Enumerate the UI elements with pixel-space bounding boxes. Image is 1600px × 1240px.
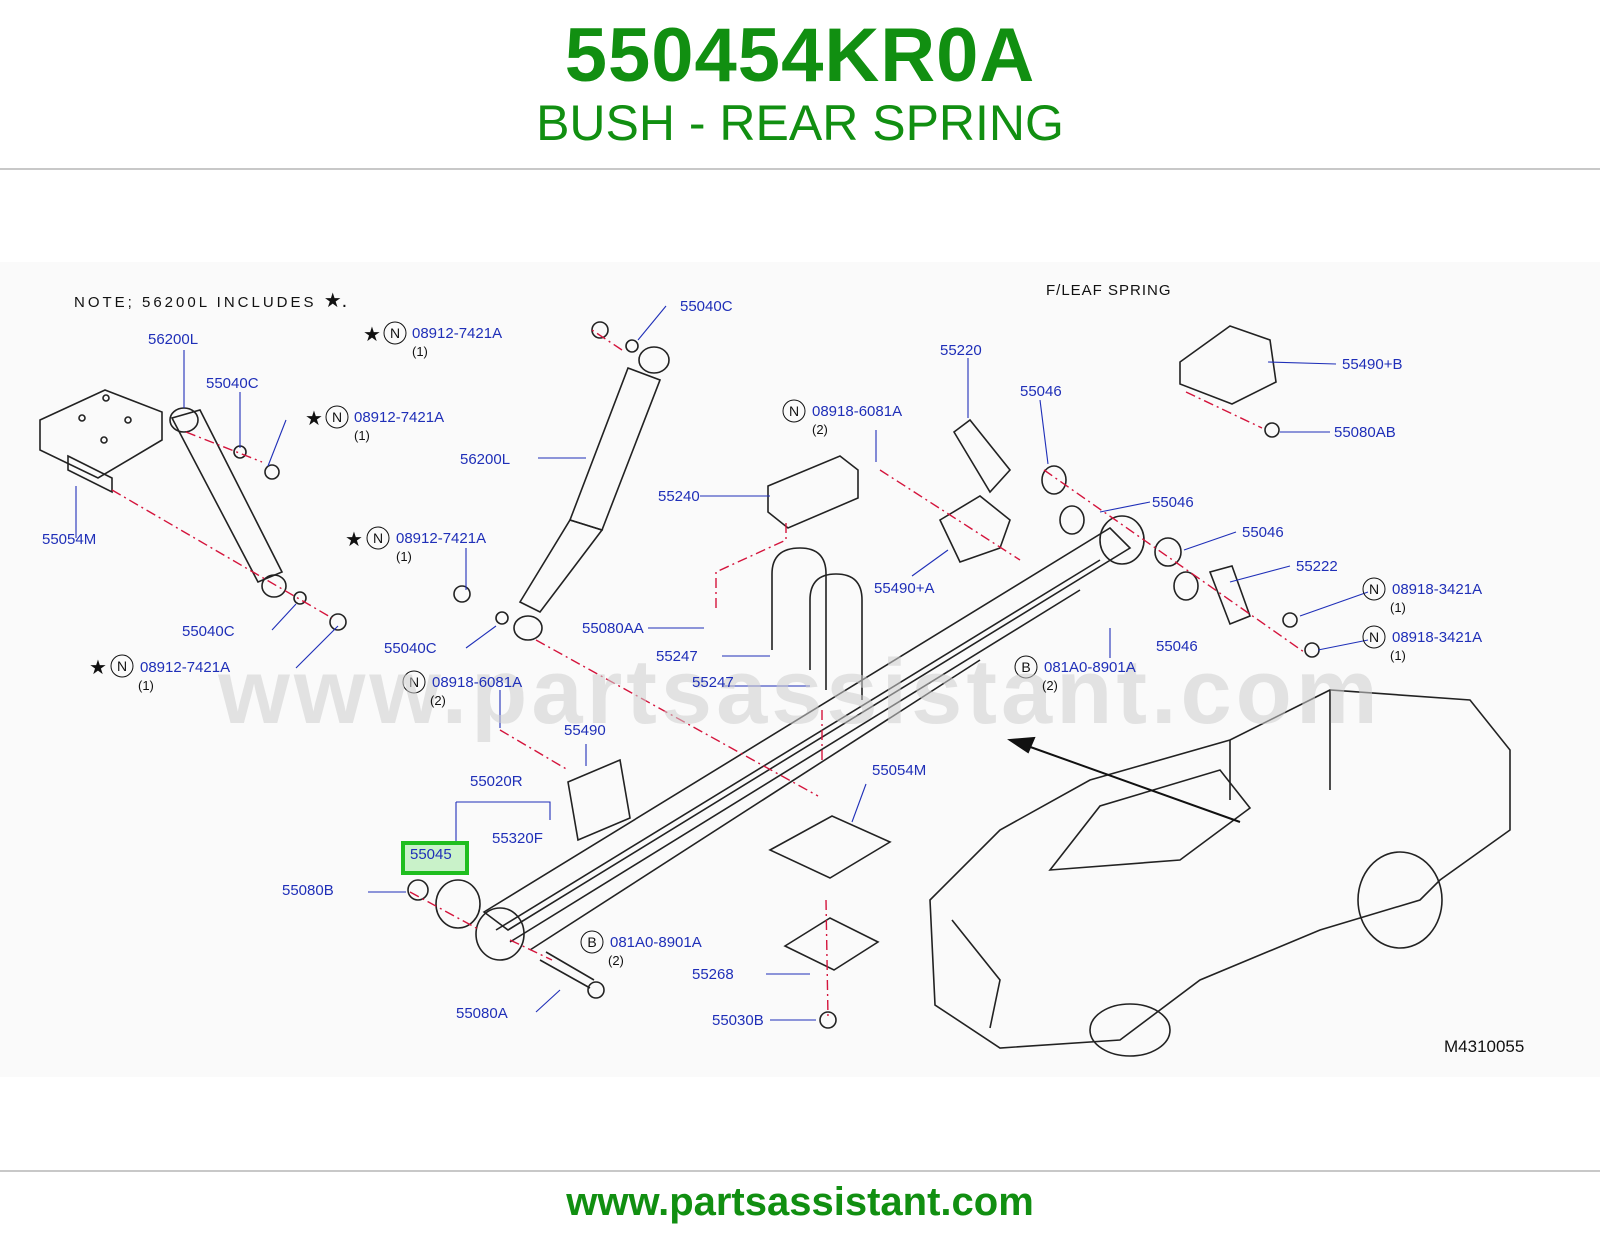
callout-55490[interactable]: 55490 bbox=[564, 722, 606, 739]
qty-label: (2) bbox=[812, 422, 828, 437]
callout-56200L-mid[interactable]: 56200L bbox=[460, 451, 511, 468]
callout-55054M-mid[interactable]: 55054M bbox=[872, 762, 927, 779]
callout-08918-3421A[interactable]: 08918-3421A bbox=[1392, 581, 1483, 598]
note-star: ★. bbox=[323, 290, 348, 312]
callout-56200L-left[interactable]: 56200L bbox=[148, 331, 199, 348]
callout-55247[interactable]: 55247 bbox=[692, 674, 734, 691]
callout-08912-7421A[interactable]: 08912-7421A bbox=[140, 659, 231, 676]
footer-url[interactable]: www.partsassistant.com bbox=[566, 1180, 1034, 1224]
callout-55220[interactable]: 55220 bbox=[940, 342, 982, 359]
callout-55040C-top-mid[interactable]: 55040C bbox=[680, 298, 733, 315]
qty-label: (2) bbox=[1042, 678, 1058, 693]
star-marker: ★ bbox=[345, 529, 363, 551]
callout-55046[interactable]: 55046 bbox=[1156, 638, 1198, 655]
callout-55040C-mid[interactable]: 55040C bbox=[384, 640, 437, 657]
qty-label: (1) bbox=[1390, 600, 1406, 615]
star-marker: ★ bbox=[89, 657, 107, 679]
n-marker: N bbox=[117, 658, 127, 674]
callout-55046[interactable]: 55046 bbox=[1152, 494, 1194, 511]
note-text: NOTE; 56200L INCLUDES bbox=[74, 294, 317, 311]
callout-55030B[interactable]: 55030B bbox=[712, 1012, 764, 1029]
callout-08912-7421A[interactable]: 08912-7421A bbox=[354, 409, 445, 426]
callout-55490-B[interactable]: 55490+B bbox=[1342, 356, 1403, 373]
mount-plate-left bbox=[39, 389, 163, 479]
callout-081A0-8901A[interactable]: 081A0-8901A bbox=[1044, 659, 1136, 676]
star-marker: ★ bbox=[305, 408, 323, 430]
callout-55320F[interactable]: 55320F bbox=[492, 830, 543, 847]
callout-55080AA[interactable]: 55080AA bbox=[582, 620, 644, 637]
callout-55020R[interactable]: 55020R bbox=[470, 773, 523, 790]
n-marker: N bbox=[1369, 581, 1379, 597]
b-marker: B bbox=[1021, 659, 1030, 675]
n-marker: N bbox=[409, 674, 419, 690]
n-marker: N bbox=[1369, 629, 1379, 645]
callout-55045[interactable]: 55045 bbox=[410, 846, 452, 863]
leaf-spring bbox=[482, 526, 1132, 931]
qty-label: (1) bbox=[1390, 648, 1406, 663]
n-marker: N bbox=[373, 530, 383, 546]
highlighted-part-box[interactable] bbox=[401, 841, 469, 875]
part-number: 550454KR0A bbox=[564, 13, 1036, 98]
callout-55040C-low-left[interactable]: 55040C bbox=[182, 623, 235, 640]
callout-55240[interactable]: 55240 bbox=[658, 488, 700, 505]
n-marker: N bbox=[390, 325, 400, 341]
callout-08912-7421A[interactable]: 08912-7421A bbox=[412, 325, 503, 342]
callout-55046[interactable]: 55046 bbox=[1242, 524, 1284, 541]
qty-label: (2) bbox=[430, 693, 446, 708]
b-marker: B bbox=[587, 934, 596, 950]
callout-55247[interactable]: 55247 bbox=[656, 648, 698, 665]
page-header: 550454KR0A BUSH - REAR SPRING bbox=[0, 0, 1600, 168]
callout-55080AB[interactable]: 55080AB bbox=[1334, 424, 1396, 441]
shock-absorber-left bbox=[170, 409, 284, 584]
qty-label: (1) bbox=[396, 549, 412, 564]
n-marker: N bbox=[332, 409, 342, 425]
callout-55040C-top-left[interactable]: 55040C bbox=[206, 375, 259, 392]
truck-outline bbox=[929, 689, 1511, 1049]
callout-08918-6081A[interactable]: 08918-6081A bbox=[432, 674, 523, 691]
callout-081A0-8901A[interactable]: 081A0-8901A bbox=[610, 934, 702, 951]
qty-label: (1) bbox=[412, 344, 428, 359]
callout-55490-A[interactable]: 55490+A bbox=[874, 580, 935, 597]
callout-55222[interactable]: 55222 bbox=[1296, 558, 1338, 575]
callout-55080A[interactable]: 55080A bbox=[456, 1005, 508, 1022]
watermark: www.partsassistant.com bbox=[218, 641, 1382, 743]
header-divider bbox=[0, 168, 1600, 170]
callout-55080B[interactable]: 55080B bbox=[282, 882, 334, 899]
callout-55268[interactable]: 55268 bbox=[692, 966, 734, 983]
shock-absorber-mid bbox=[568, 366, 662, 531]
footer-divider bbox=[0, 1170, 1600, 1172]
callout-55046[interactable]: 55046 bbox=[1020, 383, 1062, 400]
part-name: BUSH - REAR SPRING bbox=[536, 95, 1064, 151]
star-marker: ★ bbox=[363, 324, 381, 346]
qty-label: (2) bbox=[608, 953, 624, 968]
diagram-panel bbox=[0, 262, 1600, 1077]
bush-55045 bbox=[435, 879, 481, 929]
diagram-note: NOTE; 56200L INCLUDES ★. bbox=[74, 288, 347, 313]
figure-id: M4310055 bbox=[1444, 1037, 1525, 1056]
callout-08912-7421A[interactable]: 08912-7421A bbox=[396, 530, 487, 547]
qty-label: (1) bbox=[138, 678, 154, 693]
callout-55054M-left[interactable]: 55054M bbox=[42, 531, 97, 548]
qty-label: (1) bbox=[354, 428, 370, 443]
callout-08918-3421A[interactable]: 08918-3421A bbox=[1392, 629, 1483, 646]
n-marker: N bbox=[789, 403, 799, 419]
callout-08918-6081A[interactable]: 08918-6081A bbox=[812, 403, 903, 420]
leaf-spring-title: F/LEAF SPRING bbox=[1046, 282, 1172, 299]
